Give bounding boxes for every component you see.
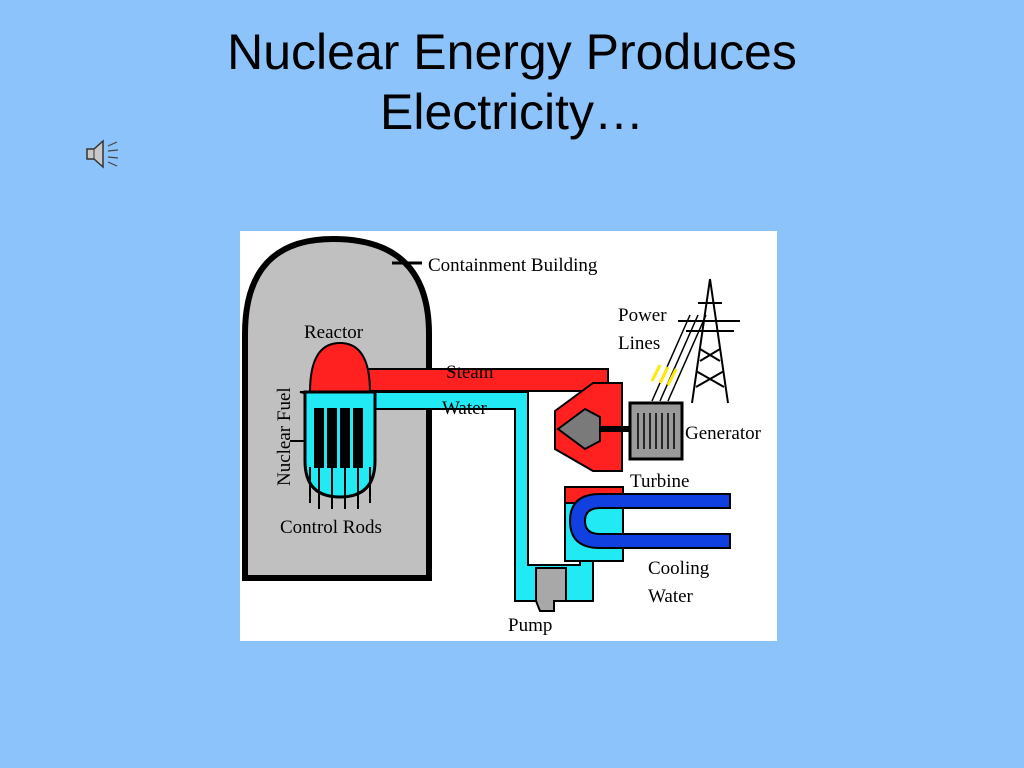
label-cooling-line1: Cooling (648, 558, 710, 579)
label-steam: Steam (446, 362, 494, 383)
pump (535, 567, 567, 612)
label-turbine: Turbine (630, 471, 689, 492)
label-control-rods: Control Rods (280, 517, 382, 538)
label-pump: Pump (508, 615, 552, 636)
title-line-1: Nuclear Energy Produces (227, 24, 797, 80)
reactor-dome (308, 341, 372, 393)
slide-title: Nuclear Energy Produces Electricity… (0, 22, 1024, 142)
transmission-tower (678, 278, 740, 404)
nuclear-plant-diagram: Containment Building Reactor Nuclear Fue… (240, 231, 777, 641)
label-power-line1: Power (618, 305, 667, 326)
label-nuclear-fuel: Nuclear Fuel (274, 387, 295, 486)
label-containment-building: Containment Building (428, 255, 598, 276)
label-water: Water (442, 398, 488, 419)
power-lines (651, 314, 707, 402)
control-rods (309, 408, 371, 509)
label-generator: Generator (685, 423, 762, 444)
label-reactor: Reactor (304, 322, 364, 343)
title-line-2: Electricity… (380, 84, 644, 140)
cooling-water-pipe (568, 493, 731, 549)
speaker-icon[interactable] (84, 137, 120, 171)
label-cooling-line2: Water (648, 586, 694, 607)
label-power-line2: Lines (618, 333, 660, 354)
